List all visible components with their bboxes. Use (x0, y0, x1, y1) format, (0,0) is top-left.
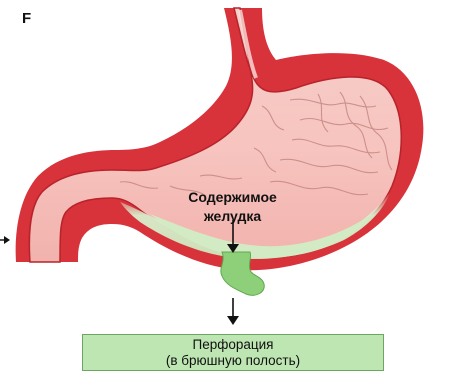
perforation-label-box: Перфорация (в брюшную полость) (82, 334, 384, 371)
down-arrow-icon (227, 298, 239, 325)
gastric-contents-label-line2: желудка (170, 207, 295, 226)
panel-letter: F (22, 10, 31, 27)
right-arrow-icon (0, 236, 10, 244)
perforation-label-line1: Перфорация (83, 337, 383, 353)
gastric-contents-label: Содержимое желудка (170, 188, 295, 226)
gastric-contents-label-line1: Содержимое (170, 188, 295, 207)
perforation-label-line2: (в брюшную полость) (83, 353, 383, 369)
